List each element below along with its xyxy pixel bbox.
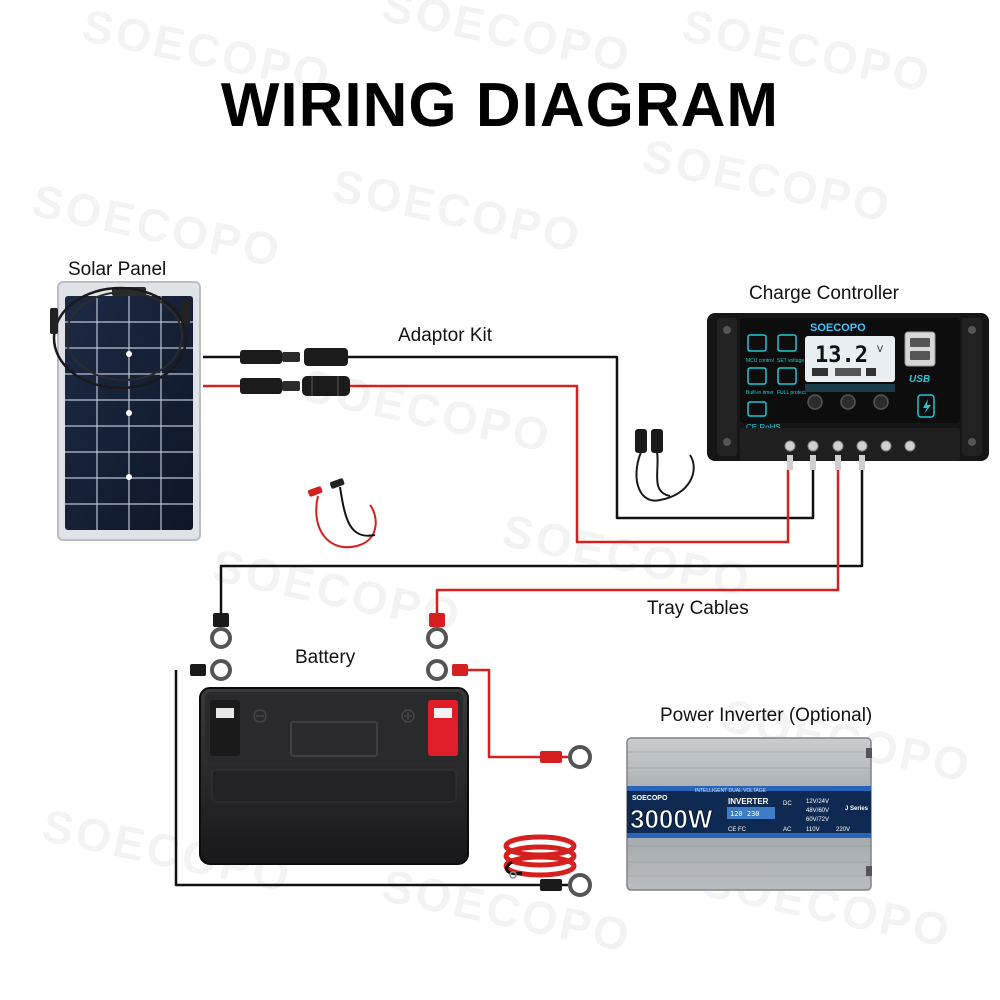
ring-terminal-inverter-neg <box>540 873 592 897</box>
charge-controller-label: Charge Controller <box>749 283 899 304</box>
ring-terminal-inverter-pos <box>540 745 592 769</box>
inverter-dc-option: 60V/72V <box>806 817 829 823</box>
watermark: SOECOPO <box>298 359 557 463</box>
controller-voltage-unit: V <box>877 344 883 354</box>
controller-icon-grid <box>747 334 797 417</box>
controller-voltage-display: 13.2 <box>815 343 868 368</box>
ring-terminal-battery-neg-in <box>210 613 232 649</box>
controller-terminals <box>784 440 916 452</box>
inverter-brand: SOECOPO <box>632 795 668 802</box>
ring-terminal-battery-pos-in <box>426 613 448 649</box>
inverter-positive-wire <box>467 668 568 759</box>
inverter-dc-option: 48V/60V <box>806 808 829 814</box>
power-inverter: SOECOPO INTELLIGENT DUAL VOLTAGE 3000W I… <box>626 737 872 891</box>
inverter-series: J Series <box>845 806 869 812</box>
wire-layer <box>174 355 864 887</box>
ring-terminal-battery-neg-out <box>190 659 232 681</box>
tray-cables-label: Tray Cables <box>647 598 749 619</box>
inverter-display: 120 230 <box>730 810 760 818</box>
watermark: SOECOPO <box>208 539 467 643</box>
controller-icon-label: SET voltage <box>777 358 804 364</box>
inverter-ac-label: AC <box>783 827 792 833</box>
inverter-ac-option: 220V <box>836 827 850 833</box>
inverter-dc-option: 12V/24V <box>806 799 829 805</box>
battery-ring-cable <box>503 834 577 879</box>
controller-knob-menu <box>807 394 823 410</box>
adaptor-kit-label: Adaptor Kit <box>398 325 492 346</box>
inverter-model-label: INVERTER <box>728 797 769 806</box>
battery <box>199 687 469 865</box>
controller-brand: SOECOPO <box>810 322 866 334</box>
battery-negative-wire <box>219 470 864 618</box>
page-title: WIRING DIAGRAM <box>220 71 780 140</box>
controller-icon-label: MCU control <box>746 358 774 364</box>
controller-usb-label: USB <box>909 374 930 385</box>
mc4-branch-cable <box>635 429 695 502</box>
controller-knob-down <box>873 394 889 410</box>
controller-icon-label: Built-in timer <box>746 390 774 396</box>
ring-terminal-battery-pos-out <box>426 659 468 681</box>
inverter-subtitle: INTELLIGENT DUAL VOLTAGE <box>695 788 767 794</box>
inverter-dc-label: DC <box>783 801 792 807</box>
battery-status-icon <box>917 394 935 418</box>
adaptor-kit-connectors <box>240 348 350 396</box>
watermark: SOECOPO <box>638 129 897 233</box>
battery-clip-cable <box>307 478 377 549</box>
inverter-power-rating: 3000W <box>630 804 713 834</box>
inverter-cert: CE FC <box>728 827 747 833</box>
watermark: SOECOPO <box>498 504 757 608</box>
power-inverter-label: Power Inverter (Optional) <box>660 705 873 726</box>
battery-positive-wire <box>435 470 840 618</box>
solar-panel <box>50 281 201 541</box>
inverter-negative-wire <box>174 670 568 887</box>
inverter-ac-option: 110V <box>806 827 820 833</box>
battery-label: Battery <box>295 647 356 668</box>
charge-controller: SOECOPO MCU control SET voltage Built-in… <box>707 313 989 470</box>
watermark: SOECOPO <box>378 859 637 963</box>
controller-knob-up <box>840 394 856 410</box>
solar-negative-wire <box>345 355 815 520</box>
solar-panel-label: Solar Panel <box>68 259 167 280</box>
controller-icon-label: FULL protect <box>777 390 806 396</box>
controller-cert: CE RoHS <box>746 423 781 432</box>
watermark: SOECOPO <box>328 159 587 263</box>
solar-positive-wire <box>345 384 790 544</box>
